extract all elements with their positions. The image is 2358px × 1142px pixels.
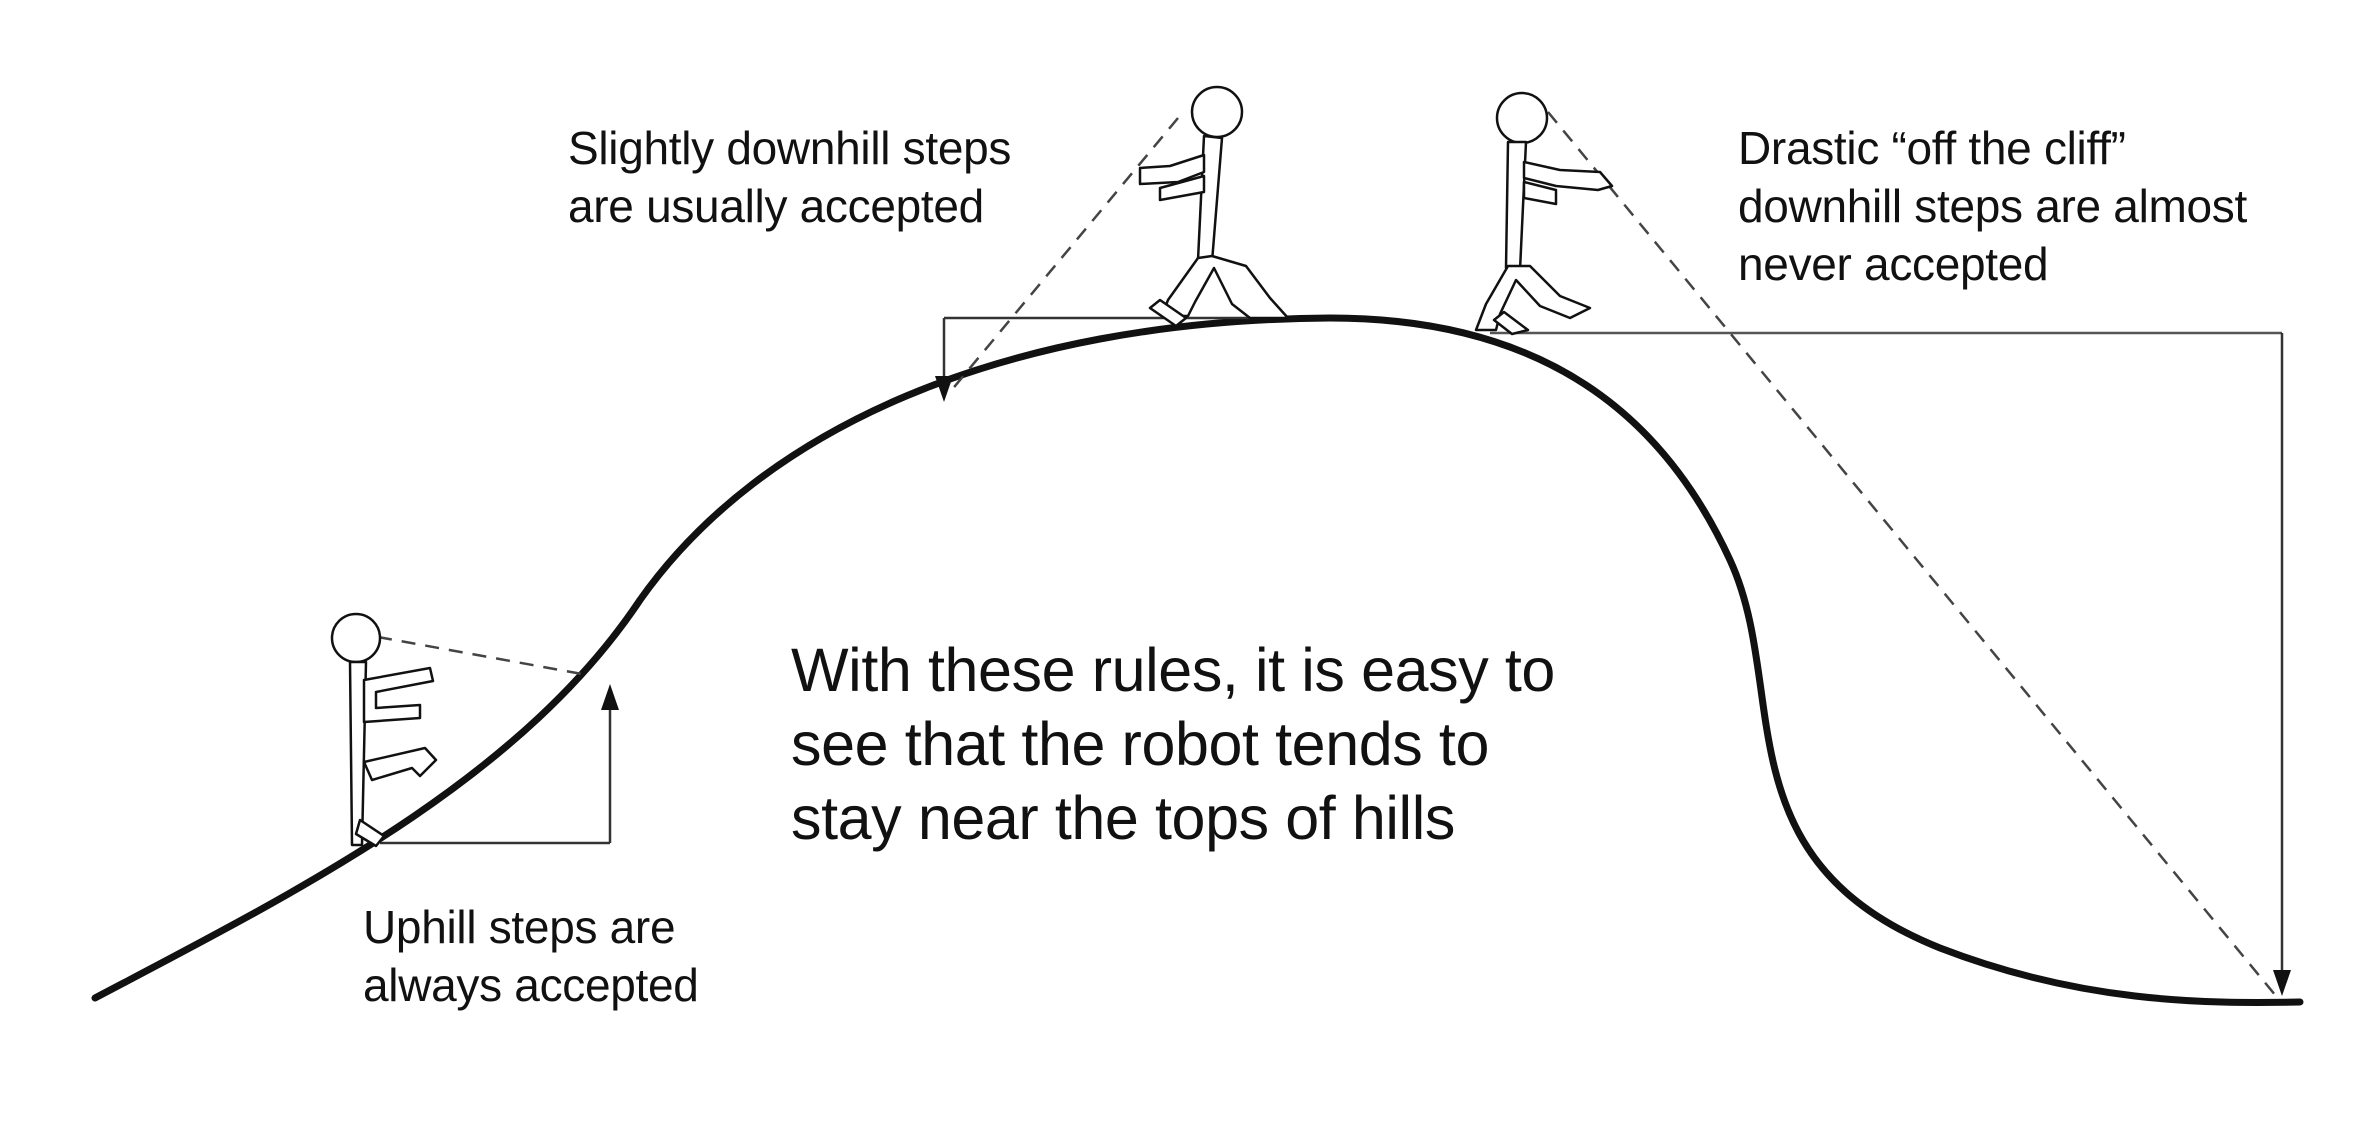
annotation-line: always accepted: [363, 959, 699, 1011]
main-caption: With these rules, it is easy to see that…: [791, 633, 1555, 855]
head-icon: [1495, 91, 1549, 145]
annotation-uphill: Uphill steps are always accepted: [363, 898, 699, 1014]
annotation-line: Slightly downhill steps: [568, 122, 1012, 174]
annotation-line: Uphill steps are: [363, 901, 676, 953]
cliff-step-guide: [1490, 111, 2291, 997]
annotation-slightly-downhill: Slightly downhill steps are usually acce…: [568, 119, 1011, 235]
annotation-line: downhill steps are almost: [1738, 180, 2247, 232]
arrowhead-down-icon: [935, 376, 953, 402]
annotation-line: never accepted: [1738, 238, 2049, 290]
uphill-walker-figure: [330, 612, 438, 848]
annotation-drastic-downhill: Drastic “off the cliff” downhill steps a…: [1738, 119, 2247, 293]
caption-line: With these rules, it is easy to: [791, 636, 1555, 704]
annotation-line: Drastic “off the cliff”: [1738, 122, 2126, 174]
arrowhead-down-icon: [2273, 970, 2291, 996]
annotation-line: are usually accepted: [568, 180, 984, 232]
downhill-walker-figure: [1138, 85, 1290, 328]
head-icon: [1190, 85, 1244, 139]
arrowhead-up-icon: [601, 684, 619, 710]
uphill-step-guide: [377, 635, 619, 845]
hill-curve: [91, 314, 2304, 1006]
head-icon: [330, 612, 382, 664]
downhill-step-guide: [935, 117, 1268, 402]
caption-line: see that the robot tends to: [791, 710, 1489, 778]
cliff-walker-figure: [1474, 91, 1614, 336]
caption-line: stay near the tops of hills: [791, 784, 1455, 852]
